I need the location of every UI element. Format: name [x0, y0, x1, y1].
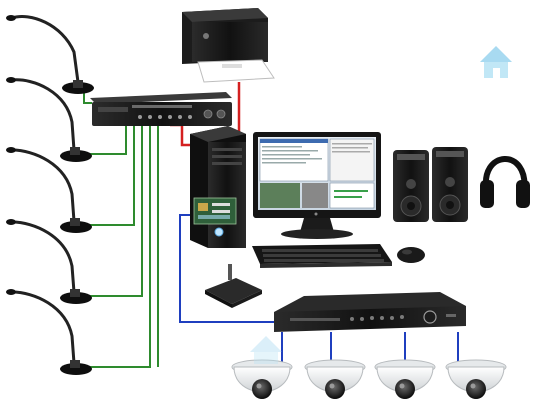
mic-5	[6, 289, 92, 375]
speaker-right	[432, 147, 468, 222]
printer	[182, 8, 275, 83]
link-pc-dvr	[179, 214, 275, 323]
mic-4	[6, 219, 92, 304]
house-icon-watermark	[250, 336, 282, 364]
usb-key	[205, 264, 262, 308]
house-icon	[480, 46, 512, 78]
cable-links	[83, 82, 459, 368]
link-mic-4	[84, 126, 143, 297]
cam-1	[231, 359, 293, 399]
audio-interface	[90, 92, 232, 126]
link-mic-3	[84, 126, 135, 226]
mic-2	[6, 77, 92, 162]
mic-3	[6, 147, 92, 233]
mic-1	[6, 15, 94, 94]
link-mic-5	[84, 126, 151, 368]
cam-2	[304, 359, 366, 399]
link-mic-2	[84, 126, 127, 155]
speaker-left	[393, 150, 429, 222]
monitor	[253, 132, 381, 239]
headphones	[480, 156, 530, 208]
pc-tower	[190, 126, 246, 248]
link-mic-1	[83, 91, 92, 104]
cam-3	[374, 359, 436, 399]
keyboard	[252, 244, 392, 268]
link-interface-pc	[170, 123, 190, 147]
mouse	[397, 247, 425, 263]
cam-4	[445, 359, 507, 399]
dvr	[274, 292, 466, 332]
